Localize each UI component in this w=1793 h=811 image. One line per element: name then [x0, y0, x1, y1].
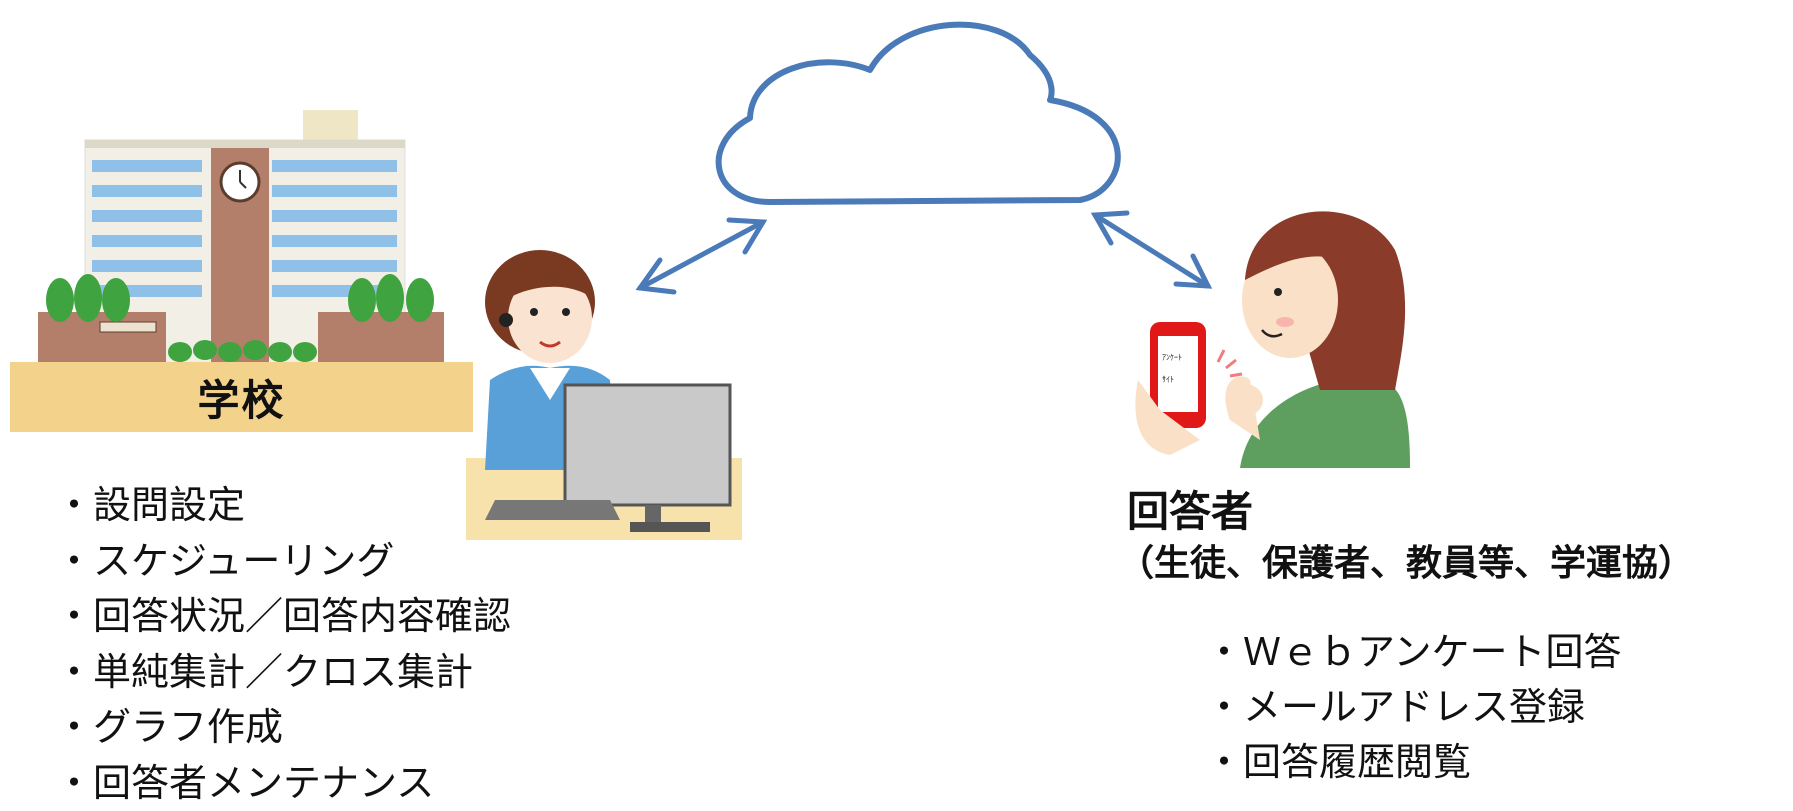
right-double-arrow — [1095, 213, 1208, 286]
left-double-arrow — [640, 220, 763, 292]
cloud-shape — [719, 25, 1118, 202]
respondent-subtitle: （生徒、保護者、教員等、学運協） — [1118, 534, 1694, 586]
respondent-illustration — [1135, 211, 1410, 468]
school-function-list: 設問設定 スケジューリング 回答状況／回答内容確認 単純集計／クロス集計 グラフ… — [55, 478, 511, 811]
list-item: グラフ作成 — [55, 700, 511, 756]
list-item: メールアドレス登録 — [1205, 680, 1622, 735]
respondent-function-list: Ｗｅｂアンケート回答 メールアドレス登録 回答履歴閲覧 — [1205, 625, 1622, 790]
list-item: 設問設定 — [55, 478, 511, 534]
respondent-title: 回答者 — [1127, 478, 1253, 539]
list-item: 単純集計／クロス集計 — [55, 645, 511, 701]
list-item: Ｗｅｂアンケート回答 — [1205, 625, 1622, 680]
list-item: 回答状況／回答内容確認 — [55, 589, 511, 645]
school-label: 学校 — [10, 362, 473, 432]
list-item: スケジューリング — [55, 534, 511, 590]
list-item: 回答者メンテナンス — [55, 756, 511, 811]
phone-screen-line-2: ｻｲﾄ — [1162, 374, 1174, 385]
list-item: 回答履歴閲覧 — [1205, 735, 1622, 790]
phone-screen-line-1: ｱﾝｹｰﾄ — [1162, 352, 1182, 363]
